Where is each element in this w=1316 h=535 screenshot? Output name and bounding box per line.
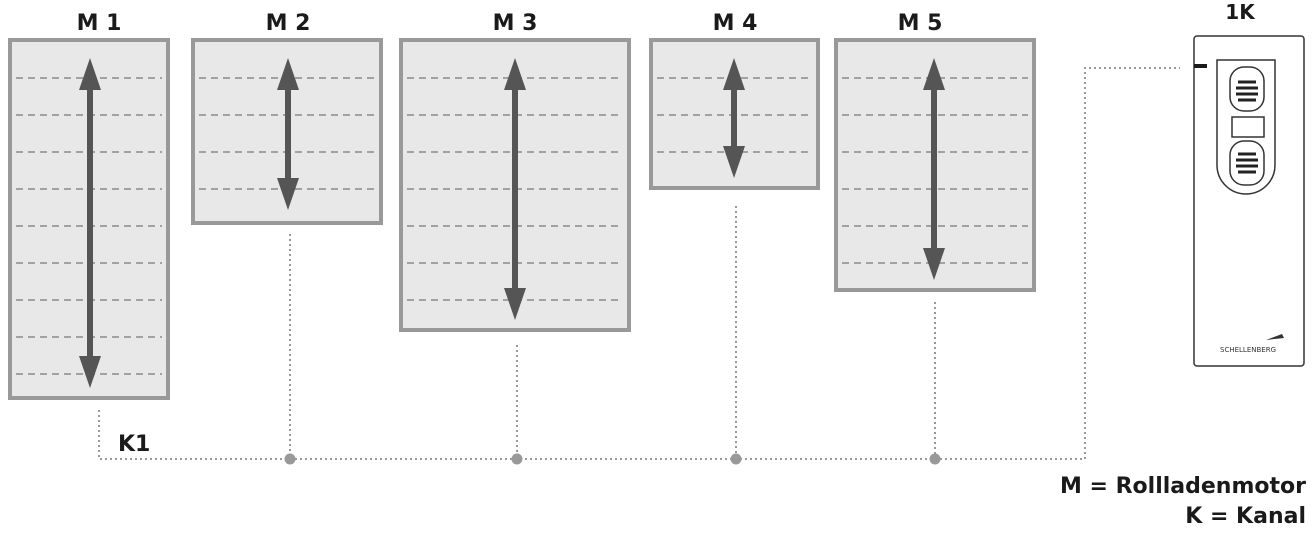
motor-5-label: M 5	[898, 11, 943, 36]
remote-control: SCHELLENBERG	[1193, 35, 1305, 367]
node-motor-4	[730, 453, 742, 465]
remote-label: 1K	[1225, 0, 1255, 24]
node-motor-2	[284, 453, 296, 465]
motor-5: M 5	[834, 11, 1036, 292]
motor-5-updown-arrow	[923, 58, 945, 280]
legend: M = Rollladenmotor K = Kanal	[1060, 472, 1306, 532]
remote-up-button	[1229, 66, 1265, 112]
schellenberg-logo-icon	[1266, 334, 1284, 340]
motor-3-updown-arrow	[504, 58, 526, 320]
motor-2: M 2	[191, 11, 383, 225]
channel-wiring	[98, 67, 1180, 460]
motor-4-label: M 4	[713, 11, 758, 36]
motor-5-slats	[842, 77, 1028, 264]
motor-3-label: M 3	[493, 11, 538, 36]
node-motor-5	[929, 453, 941, 465]
motor-2-label: M 2	[266, 11, 311, 36]
motor-3: M 3	[399, 11, 631, 332]
legend-motor: M = Rollladenmotor	[1059, 474, 1306, 499]
legend-channel: K = Kanal	[1185, 504, 1306, 529]
remote-channel-indicator	[1194, 64, 1207, 68]
remote-stop-button	[1231, 116, 1265, 138]
channel-label: K1	[118, 432, 151, 457]
motor-4-updown-arrow	[723, 58, 745, 178]
remote-brand: SCHELLENBERG	[1220, 346, 1276, 354]
motor-1-updown-arrow	[79, 58, 101, 388]
motor-1-label: M 1	[77, 11, 122, 36]
motor-2-updown-arrow	[277, 58, 299, 210]
remote-down-button	[1229, 140, 1265, 186]
channel-nodes	[284, 453, 941, 465]
motor-1: M 1	[8, 11, 170, 400]
motor-4: M 4	[649, 11, 820, 190]
node-motor-3	[511, 453, 523, 465]
